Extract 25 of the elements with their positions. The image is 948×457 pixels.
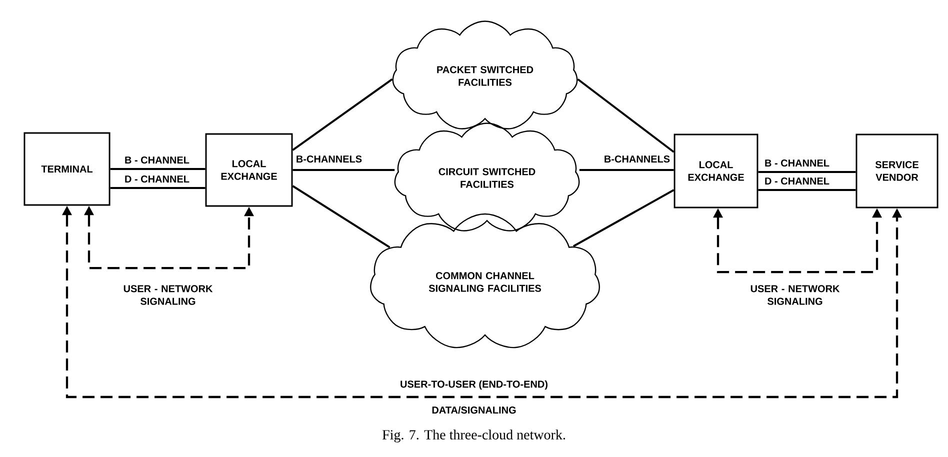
edge-label: D - CHANNEL (762, 175, 832, 187)
connection-line (110, 187, 206, 189)
connection-line (577, 78, 674, 153)
edge-label: USER-TO-USER (END-TO-END) (398, 378, 550, 392)
edge-label: B-CHANNELS (294, 153, 364, 165)
edge-label: B - CHANNEL (122, 154, 192, 166)
edge-label: USER - NETWORK SIGNALING (112, 283, 224, 307)
edge-label: B - CHANNEL (762, 157, 832, 169)
connection-line (292, 169, 395, 171)
connection-line (579, 169, 674, 171)
process-box: LOCAL EXCHANGE (674, 134, 758, 208)
edge-label: USER - NETWORK SIGNALING (740, 283, 850, 307)
edge-label: D - CHANNEL (122, 173, 192, 185)
caption: Fig. 7. The three-cloud network. (382, 430, 566, 442)
connection-line (292, 78, 393, 151)
process-box: SERVICE VENDOR (856, 134, 938, 208)
process-box: LOCAL EXCHANGE (205, 133, 293, 207)
connection-line (758, 171, 856, 173)
connection-line (292, 185, 390, 248)
connection-line (572, 189, 674, 248)
process-box: TERMINAL (24, 132, 110, 206)
connection-line (758, 189, 856, 191)
connection-line (110, 168, 206, 170)
edge-label: B-CHANNELS (602, 153, 672, 165)
text-label: DATA/SIGNALING (430, 404, 518, 416)
